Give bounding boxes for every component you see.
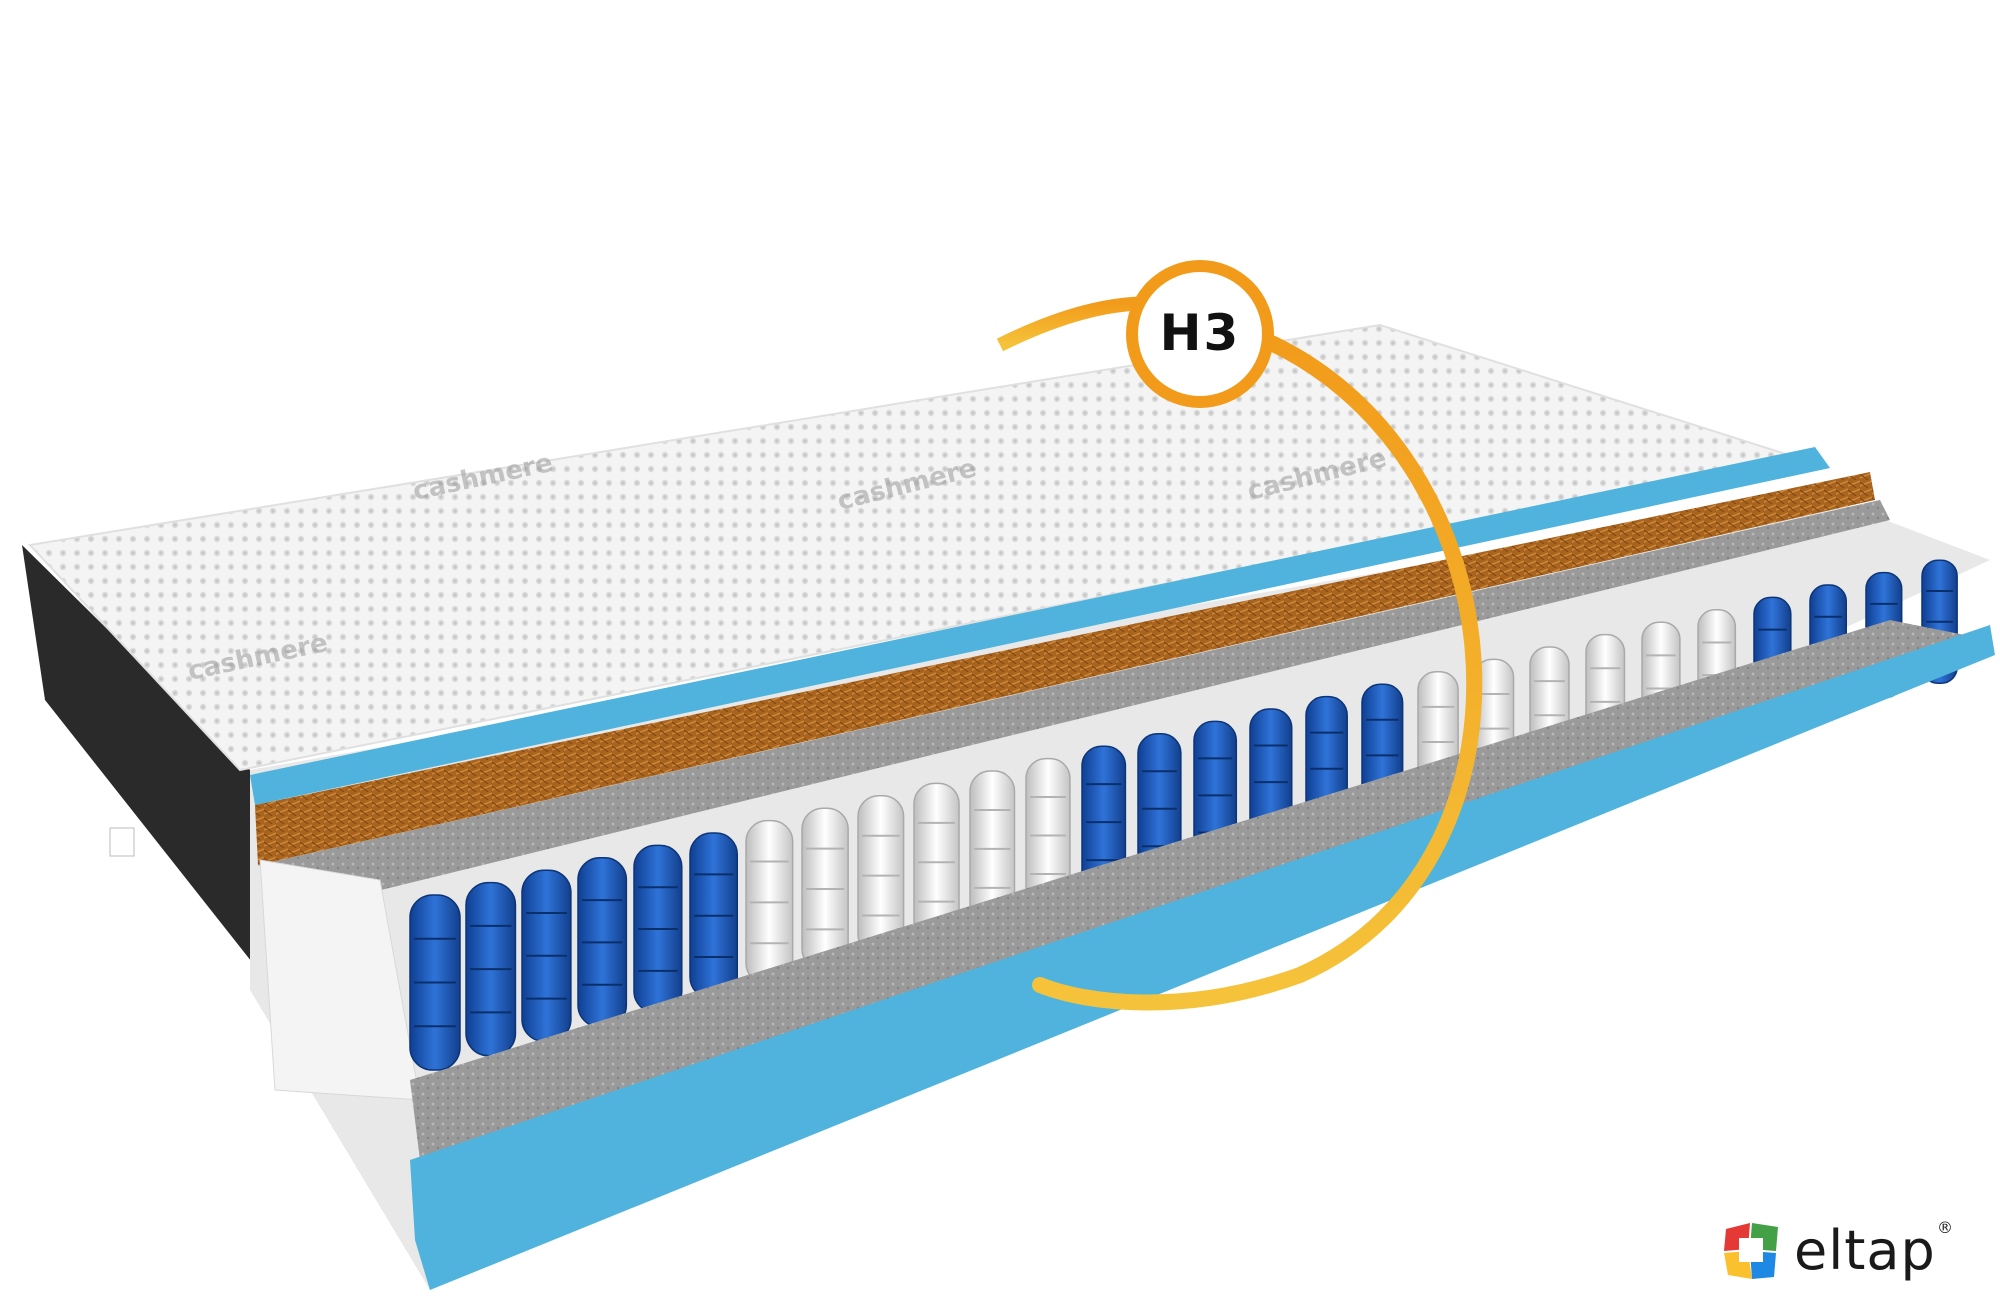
- felt-layer-bottom: [410, 620, 1990, 1160]
- firmness-ring-front: [1032, 322, 1483, 1011]
- brand-logo: eltap: [1722, 1216, 1936, 1286]
- brand-tag: [109, 827, 135, 857]
- foam-layer-top: [250, 447, 1830, 805]
- firmness-label: H3: [1159, 304, 1241, 362]
- felt-layer-top: [258, 500, 1890, 900]
- coconut-layer: [255, 472, 1875, 865]
- registered-mark: ®: [1937, 1218, 1953, 1237]
- brand-name: eltap: [1794, 1219, 1936, 1282]
- eltap-logo-icon: [1724, 1223, 1778, 1279]
- mattress-side: [22, 545, 270, 985]
- foam-layer-bottom: [410, 625, 1995, 1290]
- firmness-badge: [1126, 260, 1274, 408]
